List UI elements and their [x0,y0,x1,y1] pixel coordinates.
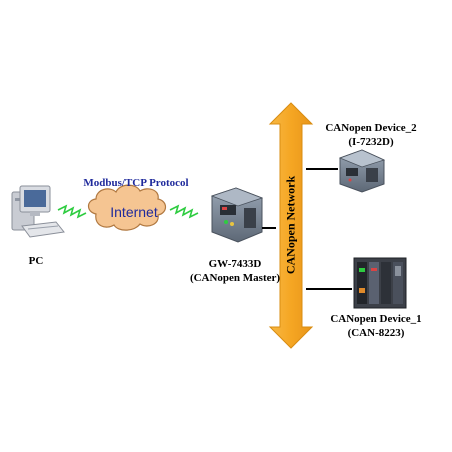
device-1-model-label: (CAN-8223) [347,327,405,339]
device-1-icon [353,257,407,309]
gateway-role-label: (CANopen Master) [189,272,281,284]
protocol-label: Modbus/TCP Protocol [83,177,189,189]
gateway-model-label: GW-7433D [208,258,262,270]
gateway-device-icon [210,187,264,243]
device-1-name-label: CANopen Device_1 [330,313,422,325]
internet-label: Internet [110,204,158,220]
canopen-bus-arrow [268,102,314,349]
device-2-model-label: (I-7232D) [348,136,394,148]
device-2-icon [338,149,386,193]
internet-cloud-icon [87,184,167,231]
pc-label: PC [28,255,44,267]
device-2-name-label: CANopen Device_2 [325,122,417,134]
network-label: CANopen Network [283,175,298,275]
pc-icon [11,185,65,238]
wireless-link-gateway-icon [169,204,199,219]
wireless-link-pc-icon [57,204,87,219]
